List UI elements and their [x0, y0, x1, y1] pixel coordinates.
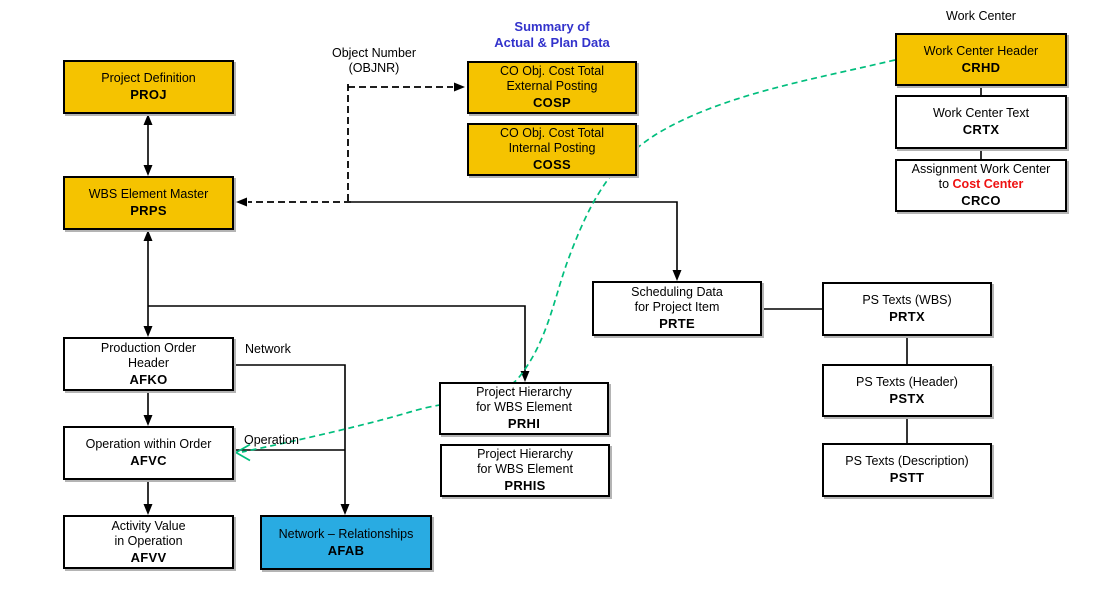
table-code: PRPS	[130, 203, 167, 218]
table-title: CO Obj. Cost Total External Posting	[500, 64, 604, 93]
table-box-pstt: PS Texts (Description) PSTT	[822, 443, 992, 497]
table-code: PRTE	[659, 316, 695, 331]
table-title: Project Hierarchy for WBS Element	[476, 385, 572, 414]
table-title: Activity Value in Operation	[111, 518, 186, 548]
table-title: Production Order Header	[100, 340, 197, 370]
crco-title-line1: Assignment Work Center	[911, 162, 1051, 176]
table-box-crtx: Work Center Text CRTX	[895, 95, 1067, 149]
table-code: AFAB	[327, 542, 365, 558]
table-box-cosp: CO Obj. Cost Total External Posting COSP	[467, 61, 637, 114]
table-box-proj: Project Definition PROJ	[63, 60, 234, 114]
table-title: Scheduling Data for Project Item	[631, 285, 723, 314]
table-code: CRCO	[961, 193, 1001, 208]
table-box-prtx: PS Texts (WBS) PRTX	[822, 282, 992, 336]
arrowhead-down-prte	[672, 270, 682, 281]
table-title: Project Hierarchy for WBS Element	[477, 447, 573, 476]
table-title: Network – Relationships	[278, 526, 414, 541]
arrowhead-down-prps	[143, 165, 153, 176]
table-box-pstx: PS Texts (Header) PSTX	[822, 364, 992, 417]
table-box-afvc: Operation within Order AFVC	[63, 426, 234, 480]
connector-prps-prte	[351, 201, 678, 272]
table-code: PRHI	[507, 416, 541, 431]
crco-cost-center-emphasis: Cost Center	[952, 177, 1024, 191]
summary-heading: Summary of Actual & Plan Data	[494, 19, 610, 50]
object-number-label: Object Number (OBJNR)	[331, 46, 417, 75]
table-code: CRHD	[961, 59, 1001, 75]
solid-connectors	[147, 86, 982, 506]
table-box-prhi: Project Hierarchy for WBS Element PRHI	[439, 382, 609, 435]
operation-edge-label: Operation	[244, 433, 299, 447]
dashed-connectors	[248, 84, 453, 203]
table-title: Project Definition	[101, 71, 196, 85]
table-code: PRHIS	[504, 478, 546, 493]
table-box-afab: Network – Relationships AFAB	[260, 515, 432, 570]
table-box-coss: CO Obj. Cost Total Internal Posting COSS	[467, 123, 637, 176]
table-code: COSS	[532, 157, 572, 172]
table-box-prps: WBS Element Master PRPS	[63, 176, 234, 230]
network-edge-label: Network	[245, 342, 291, 356]
table-code: AFKO	[129, 371, 168, 387]
arrowhead-down-afvc	[143, 415, 153, 426]
work-center-group-label: Work Center	[946, 9, 1016, 23]
table-box-afko: Production Order Header AFKO	[63, 337, 234, 391]
arrowhead-up-prps	[143, 230, 153, 241]
connector-afko-afab-network	[234, 364, 346, 506]
table-code: PSTX	[889, 390, 925, 406]
table-code: AFVV	[130, 549, 167, 565]
table-box-crhd: Work Center Header CRHD	[895, 33, 1067, 86]
table-code: PRTX	[889, 309, 925, 324]
arrowhead-right-cosp	[454, 82, 465, 92]
table-code: CRTX	[962, 122, 1000, 137]
arrowhead-left-prps	[236, 197, 247, 207]
table-box-prte: Scheduling Data for Project Item PRTE	[592, 281, 762, 336]
connector-prps-prhi	[148, 305, 526, 373]
table-box-afvv: Activity Value in Operation AFVV	[63, 515, 234, 569]
arrowhead-down-afko	[143, 326, 153, 337]
table-title: PS Texts (Description)	[845, 454, 969, 468]
table-title: PS Texts (Header)	[856, 374, 958, 389]
table-code: AFVC	[130, 453, 167, 468]
arrowhead-down-afvv	[143, 504, 153, 515]
table-code: PSTT	[889, 470, 925, 485]
table-title: PS Texts (WBS)	[862, 293, 952, 307]
green-dashed-curve	[241, 59, 896, 453]
table-code: PROJ	[130, 87, 167, 102]
table-title: CO Obj. Cost Total Internal Posting	[500, 126, 604, 155]
table-title: Work Center Header	[923, 43, 1039, 58]
arrowhead-up-proj	[143, 114, 153, 125]
arrowhead-down-afab	[340, 504, 350, 515]
green-arrowhead-left	[234, 443, 251, 462]
table-box-prhis: Project Hierarchy for WBS Element PRHIS	[440, 444, 610, 497]
work-center-operation-link	[234, 59, 896, 462]
table-title: Operation within Order	[85, 437, 212, 451]
table-code: COSP	[532, 95, 572, 110]
crco-to-word: to	[938, 177, 953, 191]
table-title: Work Center Text	[932, 106, 1030, 120]
table-title: WBS Element Master	[88, 187, 209, 201]
